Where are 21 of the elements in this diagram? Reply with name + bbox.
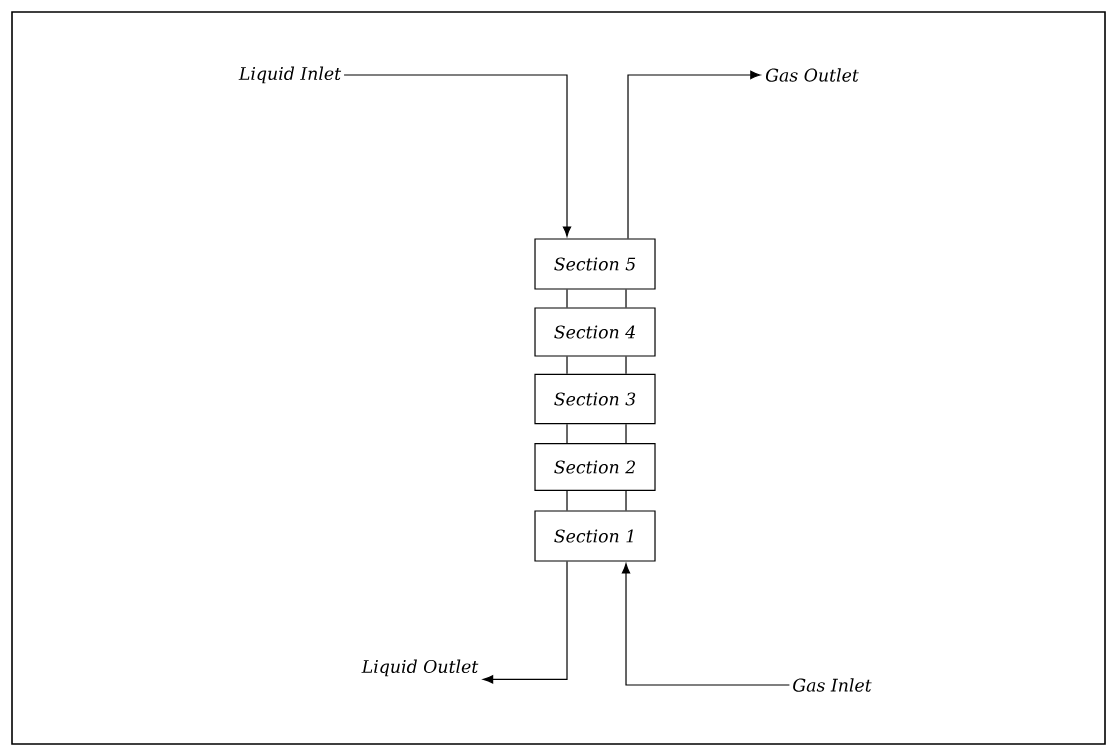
connector-line — [566, 356, 568, 375]
stream-label: Liquid Inlet — [238, 66, 342, 84]
connector-line — [566, 423, 568, 444]
section-box: Section 3 — [534, 373, 656, 425]
connector-line — [566, 490, 568, 511]
arrow — [483, 561, 568, 684]
arrow — [627, 70, 761, 239]
stream-label: Gas Inlet — [793, 678, 872, 692]
connector-line — [625, 490, 627, 511]
arrow — [621, 563, 790, 686]
connector-line — [625, 423, 627, 444]
section-box: Section 1 — [534, 510, 656, 562]
section-box: Section 5 — [534, 238, 656, 290]
stream-label: Liquid Outlet — [361, 659, 479, 677]
connector-line — [566, 289, 568, 308]
connector-line — [625, 289, 627, 308]
connector-line — [625, 356, 627, 375]
section-box: Section 4 — [534, 307, 656, 357]
stream-label: Gas Outlet — [765, 68, 859, 82]
arrow — [343, 74, 572, 237]
section-box: Section 2 — [534, 442, 656, 492]
